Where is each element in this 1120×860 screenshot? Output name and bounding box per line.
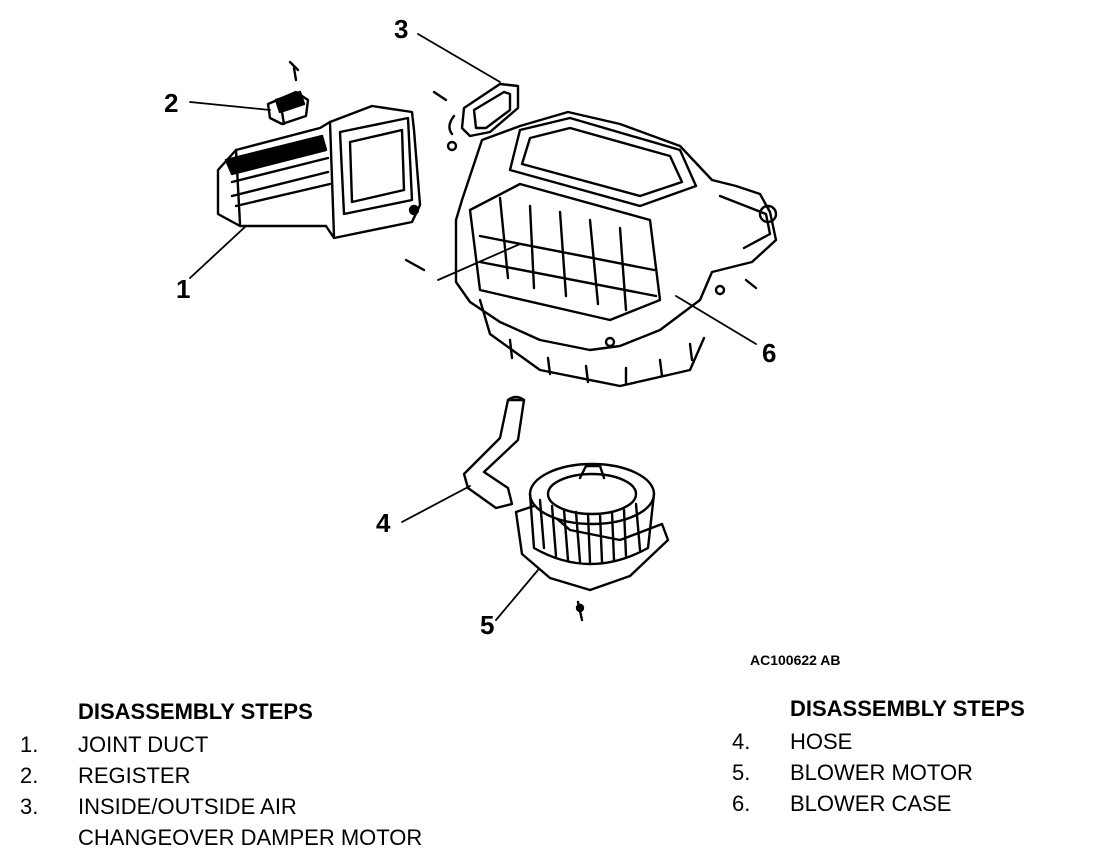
blower-motor-part bbox=[514, 462, 670, 622]
blower-case-part bbox=[404, 110, 778, 388]
step-number: 5. bbox=[732, 760, 751, 785]
hose-part bbox=[462, 395, 526, 510]
steps-heading: DISASSEMBLY STEPS bbox=[790, 696, 1025, 721]
disassembly-steps-right: DISASSEMBLY STEPS 4. HOSE 5. BLOWER MOTO… bbox=[732, 693, 1025, 819]
leader-lines bbox=[189, 33, 757, 621]
step-item: 2. REGISTER bbox=[20, 760, 422, 791]
step-item: 1. JOINT DUCT bbox=[20, 729, 422, 760]
register-part bbox=[266, 60, 310, 126]
step-label: BLOWER MOTOR bbox=[790, 760, 973, 785]
step-number: 1. bbox=[20, 732, 39, 757]
step-label: BLOWER CASE bbox=[790, 791, 952, 816]
step-label: INSIDE/OUTSIDE AIR bbox=[78, 794, 297, 819]
step-label: REGISTER bbox=[78, 763, 191, 788]
joint-duct-part bbox=[216, 104, 422, 240]
step-number: 4. bbox=[732, 729, 751, 754]
steps-heading: DISASSEMBLY STEPS bbox=[78, 699, 313, 724]
step-item: 6. BLOWER CASE bbox=[732, 788, 1025, 819]
callout-6: 6 bbox=[762, 338, 776, 368]
figure-code: AC100622 AB bbox=[750, 652, 841, 668]
callout-1: 1 bbox=[176, 274, 190, 304]
disassembly-steps-left: DISASSEMBLY STEPS 1. JOINT DUCT 2. REGIS… bbox=[20, 696, 422, 853]
callout-4: 4 bbox=[376, 508, 391, 538]
callout-3: 3 bbox=[394, 14, 408, 44]
step-number: 2. bbox=[20, 763, 39, 788]
step-item: 3. INSIDE/OUTSIDE AIR bbox=[20, 791, 422, 822]
step-item: 5. BLOWER MOTOR bbox=[732, 757, 1025, 788]
step-item: 4. HOSE bbox=[732, 726, 1025, 757]
damper-motor-part bbox=[432, 82, 520, 152]
step-number: 3. bbox=[20, 794, 39, 819]
step-number: 6. bbox=[732, 791, 751, 816]
step-label: JOINT DUCT bbox=[78, 732, 209, 757]
callout-2: 2 bbox=[164, 88, 178, 118]
callout-5: 5 bbox=[480, 610, 494, 640]
step-label: HOSE bbox=[790, 729, 853, 754]
step-label-continuation: CHANGEOVER DAMPER MOTOR bbox=[78, 825, 423, 850]
exploded-view-diagram: 1 2 3 4 5 6 bbox=[164, 14, 778, 640]
